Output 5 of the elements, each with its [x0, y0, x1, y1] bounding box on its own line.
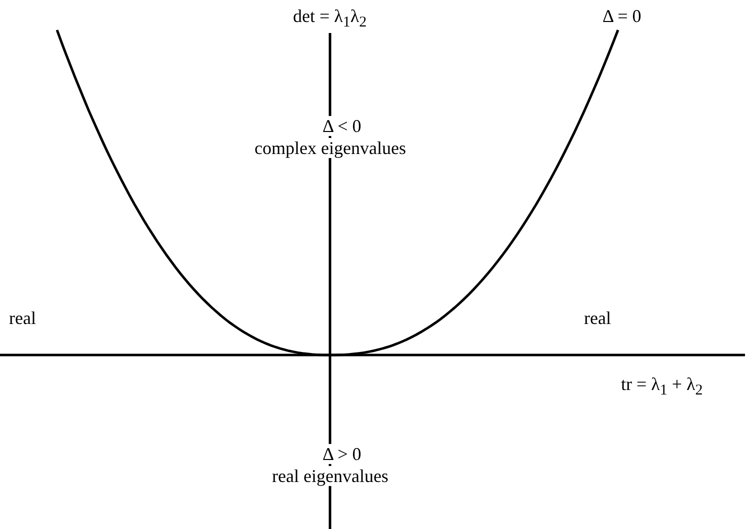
region-label: real eigenvalues [271, 466, 390, 486]
axis-label: det = λ$_{1}$λ$_{2}$ [292, 6, 368, 33]
region-label: complex eigenvalues [254, 138, 407, 158]
region-label: Δ > 0 [322, 444, 362, 464]
region-label: Δ < 0 [322, 116, 362, 136]
